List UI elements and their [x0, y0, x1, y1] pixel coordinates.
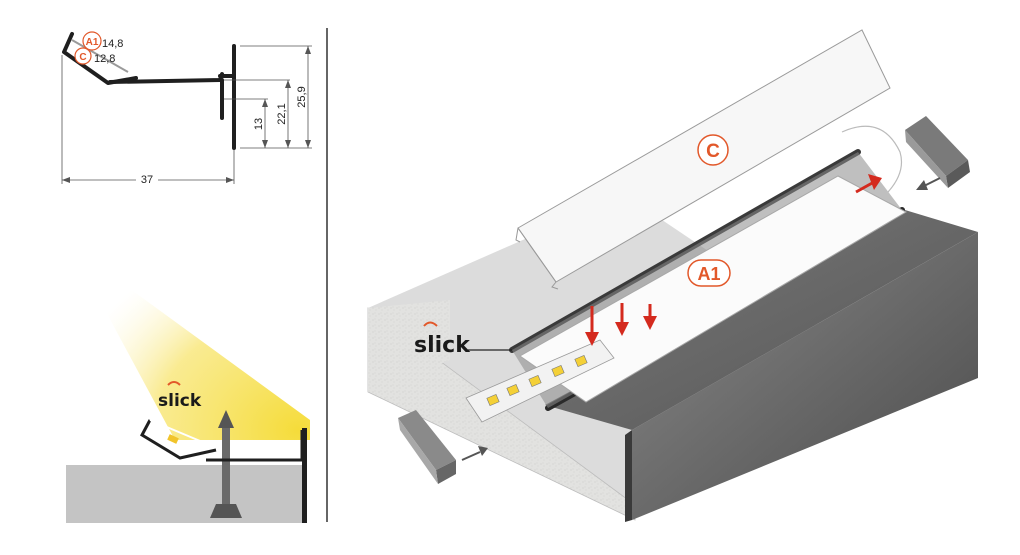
channel-floor	[545, 210, 978, 430]
end-cap-right-icon	[905, 116, 970, 188]
dimension-lines	[61, 45, 312, 184]
cap-arrows	[461, 177, 941, 461]
brand-logo-large: slick	[414, 321, 471, 358]
screw-icon	[210, 410, 242, 518]
installation-illustration: slick	[66, 245, 310, 523]
dim-13-label: 13	[253, 118, 265, 130]
wall-panel-edge	[625, 430, 632, 522]
assembly-illustration: C A1 slick	[367, 29, 978, 522]
svg-text:C: C	[706, 141, 720, 162]
small-profile-icon	[140, 419, 304, 462]
cover-c-badge: C	[697, 134, 729, 166]
svg-text:A1: A1	[697, 264, 720, 284]
led-chip	[167, 434, 179, 444]
profile-outline	[62, 32, 236, 150]
diffuser-line	[71, 39, 129, 73]
end-cap-left-icon	[398, 410, 456, 484]
led-chip	[486, 393, 500, 407]
wall-panel	[302, 428, 307, 523]
wall-panel-3d	[632, 232, 978, 520]
diffuser-a1	[519, 175, 908, 403]
cross-section-drawing: 37 13 22,1 25,9 A1 14,8 C 12,8	[61, 31, 312, 186]
insert-arrows	[585, 174, 882, 346]
mounting-surface	[66, 465, 306, 523]
led-chips	[486, 354, 588, 407]
led-chip	[551, 364, 565, 378]
led-chip	[574, 354, 588, 368]
svg-text:A1: A1	[86, 37, 99, 48]
dim-22-label: 22,1	[276, 103, 288, 124]
svg-text:slick: slick	[158, 391, 202, 411]
dim-width-label: 37	[141, 174, 153, 186]
dim-25-label: 25,9	[296, 86, 308, 107]
badge-a1: A1	[82, 31, 102, 51]
led-chip	[506, 383, 520, 397]
diffuser-a1-badge: A1	[687, 259, 731, 287]
brand-logo-small: slick	[158, 381, 202, 411]
dim-a1-label: 14,8	[102, 38, 123, 50]
dimension-arrows	[62, 46, 311, 183]
light-cone	[70, 245, 310, 440]
svg-text:slick: slick	[414, 333, 471, 358]
dim-c-label: 12,8	[94, 53, 115, 65]
svg-text:C: C	[79, 52, 86, 63]
badge-c: C	[74, 47, 92, 65]
led-chip	[528, 374, 542, 388]
diffuser-a1-curl	[841, 125, 903, 193]
